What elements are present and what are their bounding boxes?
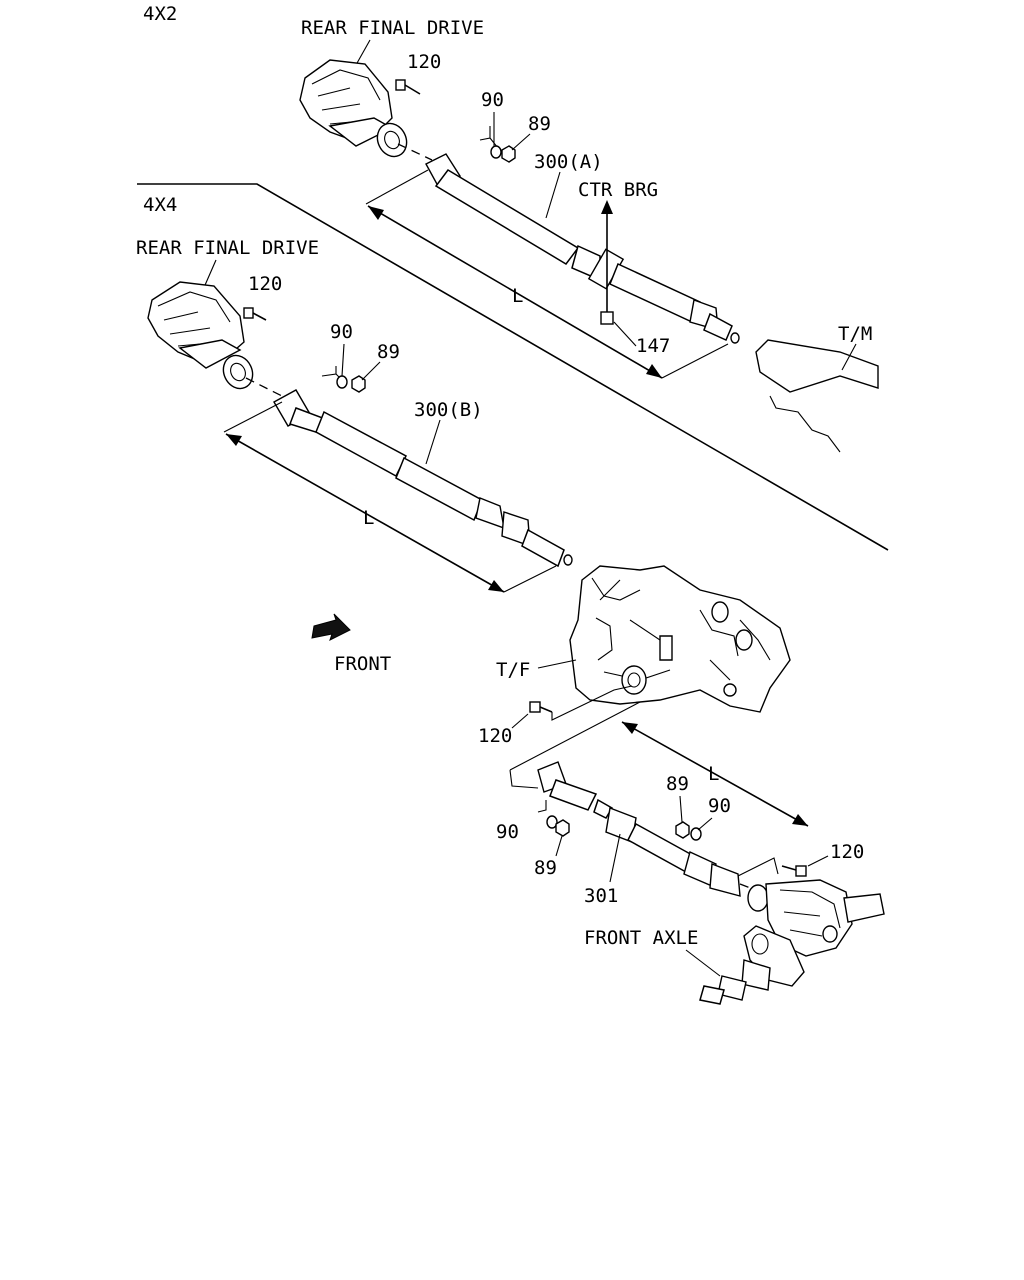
part-120-front: 120 bbox=[830, 841, 864, 863]
leader-300a bbox=[545, 171, 561, 219]
transfer-case-tf bbox=[569, 565, 791, 713]
dim-line-mid bbox=[225, 433, 505, 593]
nut-89-mid bbox=[351, 375, 366, 393]
bracket-tf bbox=[551, 685, 633, 721]
propeller-shaft-301 bbox=[537, 761, 741, 897]
bolt-120-top bbox=[395, 79, 421, 95]
part-89-front-left: 89 bbox=[534, 857, 557, 879]
part-89-mid: 89 bbox=[377, 341, 400, 363]
nut-89-front-left bbox=[555, 819, 570, 837]
washer-90-front-right bbox=[690, 827, 702, 841]
dim-arrow-front-left bbox=[622, 722, 638, 734]
dim-ext-top-right bbox=[661, 343, 729, 379]
label-tm: T/M bbox=[838, 323, 872, 345]
label-rear-final-drive-bottom: REAR FINAL DRIVE bbox=[136, 237, 319, 259]
transmission-tm bbox=[755, 339, 879, 453]
dash-bracket-90-top bbox=[479, 126, 499, 149]
dim-ext-top-left bbox=[365, 169, 429, 205]
leader-120-tf bbox=[511, 713, 529, 729]
part-120-tf: 120 bbox=[478, 725, 512, 747]
part-90-mid: 90 bbox=[330, 321, 353, 343]
part-301: 301 bbox=[584, 885, 618, 907]
part-90-front-left: 90 bbox=[496, 821, 519, 843]
section-label-4x4: 4X4 bbox=[143, 194, 177, 216]
nut-89-top bbox=[501, 145, 516, 163]
propeller-shaft-300b bbox=[273, 389, 573, 568]
dim-ext-mid-left bbox=[223, 401, 283, 433]
part-89-top: 89 bbox=[528, 113, 551, 135]
label-front: FRONT bbox=[334, 653, 391, 675]
leader-147 bbox=[613, 321, 637, 347]
rear-final-drive-4x4 bbox=[147, 281, 254, 390]
part-89-front-right: 89 bbox=[666, 773, 689, 795]
arrowhead-ctr-brg bbox=[601, 200, 613, 214]
dim-l-front: L bbox=[708, 763, 719, 785]
leader-90-front-right bbox=[697, 817, 713, 831]
washer-90-mid bbox=[336, 375, 348, 389]
label-rear-final-drive-top: REAR FINAL DRIVE bbox=[301, 17, 484, 39]
leader-89-front-left bbox=[555, 835, 563, 857]
part-90-top: 90 bbox=[481, 89, 504, 111]
part-300a: 300(A) bbox=[534, 151, 603, 173]
dash-flange-top bbox=[397, 143, 433, 161]
leader-90-mid bbox=[341, 343, 345, 377]
washer-90-top bbox=[490, 145, 502, 159]
leader-89-top bbox=[511, 133, 531, 151]
dim-l-mid: L bbox=[363, 507, 374, 529]
dim-line-top bbox=[367, 205, 663, 379]
leader-300b bbox=[425, 419, 441, 465]
part-120-top: 120 bbox=[407, 51, 441, 73]
dim-line-front bbox=[621, 721, 809, 827]
part-300b: 300(B) bbox=[414, 399, 483, 421]
leader-tm bbox=[841, 343, 857, 371]
leader-89-mid bbox=[361, 361, 381, 381]
leader-front-axle bbox=[685, 949, 721, 977]
nut-89-front-right bbox=[675, 821, 690, 839]
dim-ext-mid-right bbox=[503, 565, 557, 593]
label-ctr-brg: CTR BRG bbox=[578, 179, 658, 201]
part-90-front-right: 90 bbox=[708, 795, 731, 817]
section-label-4x2: 4X2 bbox=[143, 3, 177, 25]
front-axle bbox=[699, 879, 885, 1005]
bolt-120-tf bbox=[529, 701, 553, 713]
dim-arrow-mid-left bbox=[226, 434, 242, 446]
part-120-mid: 120 bbox=[248, 273, 282, 295]
dash-bracket-front-left bbox=[537, 800, 547, 813]
washer-90-front-left bbox=[546, 815, 558, 829]
dim-ext-front-left bbox=[509, 701, 641, 789]
front-arrow-icon bbox=[311, 613, 351, 641]
bolt-120-front bbox=[781, 865, 807, 877]
label-tf: T/F bbox=[496, 659, 530, 681]
dim-arrow-top-left bbox=[368, 206, 384, 220]
bolt-147 bbox=[600, 296, 614, 325]
dim-arrow-front-right bbox=[792, 814, 808, 826]
dash-flange-mid bbox=[245, 377, 283, 397]
leader-tf bbox=[537, 659, 577, 669]
rear-final-drive-4x2 bbox=[299, 59, 408, 158]
part-147: 147 bbox=[636, 335, 670, 357]
bolt-120-mid bbox=[243, 307, 267, 321]
dash-bracket-front-right bbox=[737, 857, 779, 877]
dim-arrow-mid-right bbox=[488, 580, 504, 592]
label-front-axle: FRONT AXLE bbox=[584, 927, 698, 949]
leader-301 bbox=[609, 833, 621, 883]
section-divider bbox=[137, 183, 889, 551]
dim-l-top: L bbox=[512, 285, 523, 307]
propeller-shaft-300a bbox=[425, 153, 740, 344]
leader-120-front bbox=[807, 855, 829, 867]
leader-89-front-right bbox=[679, 795, 683, 823]
dim-arrow-top-right bbox=[646, 364, 662, 378]
